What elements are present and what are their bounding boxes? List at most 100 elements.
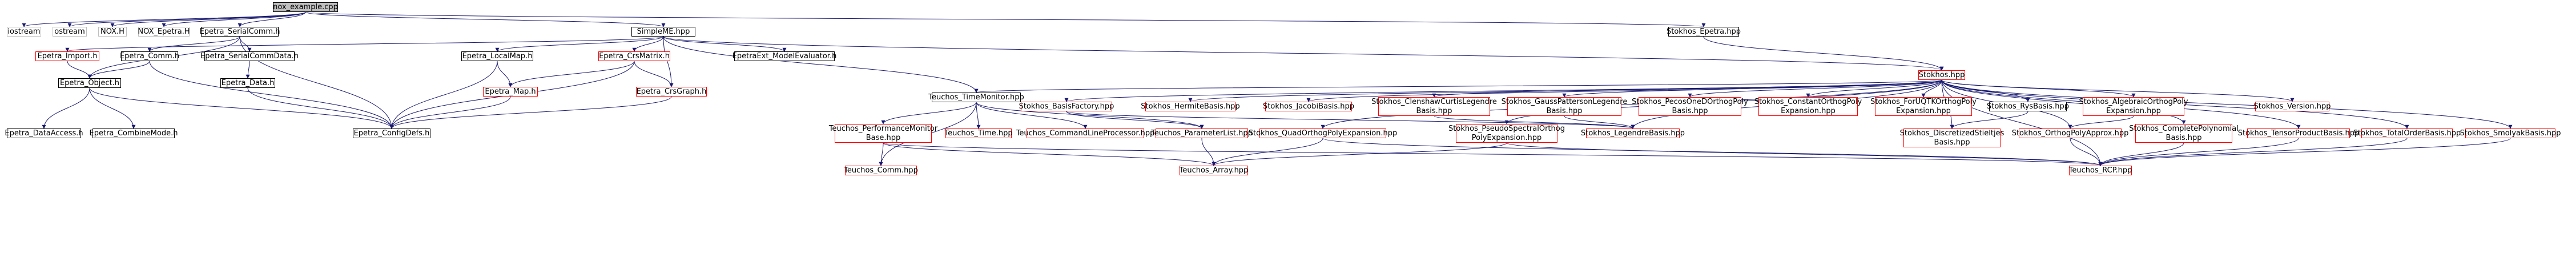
edge-52 (2068, 115, 2134, 129)
edge-41 (883, 142, 2102, 166)
edge-47 (1211, 142, 1507, 166)
node-stokhos-constant-hpp[interactable]: Stokhos_ConstantOrthogPoly Expansion.hpp (1754, 97, 1862, 116)
node-teuchos-rcp-hpp[interactable]: Teuchos_RCP.hpp (2068, 166, 2132, 175)
node-epetra-crsgraph-h[interactable]: Epetra_CrsGraph.h (636, 87, 707, 97)
node-teuchos-array-hpp[interactable]: Teuchos_Array.hpp (1179, 166, 1249, 175)
edge-30 (634, 61, 674, 87)
node-iostream: iostream (7, 27, 41, 37)
edge-79 (1941, 79, 2103, 166)
node-stokhos-version-hpp[interactable]: Stokhos_Version.hpp (2253, 102, 2331, 111)
node-epetra-comm-h[interactable]: Epetra_Comm.h (119, 51, 180, 61)
edge-36 (976, 102, 1088, 129)
edge-23 (247, 87, 394, 129)
edge-24 (42, 87, 90, 129)
edge-51 (1950, 111, 2028, 129)
edge-78 (1941, 79, 2513, 129)
edge-2 (110, 11, 306, 27)
node-root: nox_example.cpp (273, 2, 338, 12)
node-teuchos-time-hpp[interactable]: Teuchos_Time.hpp (944, 129, 1013, 138)
edge-44 (1066, 111, 1635, 129)
node-ostream: ostream (53, 27, 87, 37)
edge-43 (1066, 111, 1204, 129)
edge-46 (1322, 138, 2103, 166)
node-stokhos-hpp[interactable]: Stokhos.hpp (1918, 70, 1965, 80)
edge-48 (1506, 142, 2103, 166)
node-stokhos-discretizedstieltjes-hpp[interactable]: Stokhos_DiscretizedStieltjes Basis.hpp (1899, 129, 2005, 147)
node-stokhos-jacobibasis-hpp[interactable]: Stokhos_JacobiBasis.hpp (1263, 102, 1354, 111)
node-teuchos-parameterlist-hpp[interactable]: Teuchos_ParameterList.hpp (1151, 129, 1253, 138)
node-epetra-map-h[interactable]: Epetra_Map.h (483, 87, 538, 97)
edge-21 (149, 61, 394, 129)
edge-34 (881, 102, 977, 125)
edge-53 (2070, 138, 2103, 166)
node-stokhos-gausspatterson-hpp[interactable]: Stokhos_GaussPattersonLegendre Basis.hpp (1501, 97, 1628, 116)
node-epetra-object-h[interactable]: Epetra_Object.h (58, 78, 121, 88)
node-epetra-crsmatrix-h[interactable]: Epetra_CrsMatrix.h (598, 51, 670, 61)
node-stokhos-smolyakbasis-hpp[interactable]: Stokhos_SmolyakBasis.hpp (2460, 129, 2561, 138)
node-epetra-serialcomm-h[interactable]: Epetra_SerialComm.h (199, 27, 280, 37)
edge-57 (2098, 138, 2511, 166)
node-stokhos-algebraic-hpp[interactable]: Stokhos_AlgebraicOrthogPoly Expansion.hp… (2079, 97, 2188, 116)
node-stokhos-tensorproductbasis-hpp[interactable]: Stokhos_TensorProductBasis.hpp (2237, 129, 2360, 138)
node-epetra-combinemode-h[interactable]: Epetra_CombineMode.h (89, 129, 178, 138)
node-epetra-import-h[interactable]: Epetra_Import.h (35, 51, 99, 61)
node-nox-h: NOX.H (98, 27, 127, 37)
node-teuchos-timemonitor-hpp[interactable]: Teuchos_TimeMonitor.hpp (928, 93, 1024, 102)
edge-22 (245, 61, 250, 79)
edge-29 (508, 61, 635, 87)
edge-26 (89, 87, 394, 129)
node-teuchos-commandlineprocessor-hpp[interactable]: Teuchos_CommandLineProcessor.hpp (1016, 129, 1155, 138)
edge-7 (147, 36, 240, 52)
node-stokhos-completepolynomial-hpp[interactable]: Stokhos_CompletePolynomial Basis.hpp (2129, 124, 2239, 143)
edge-1 (67, 11, 306, 27)
node-stokhos-epetra-hpp[interactable]: Stokhos_Epetra.hpp (1666, 27, 1741, 37)
node-teuchos-comm-hpp[interactable]: Teuchos_Comm.hpp (844, 166, 918, 175)
node-stokhos-legendrebasis-hpp[interactable]: Stokhos_LegendreBasis.hpp (1580, 129, 1685, 138)
node-stokhos-hermitebasis-hpp[interactable]: Stokhos_HermiteBasis.hpp (1141, 102, 1240, 111)
edge-11 (66, 36, 664, 52)
edge-49 (1434, 115, 1635, 129)
edge-15 (663, 36, 979, 93)
node-epetra-serialcommdata-h[interactable]: Epetra_SerialCommData.h (200, 51, 299, 61)
node-epetra-dataaccess-h[interactable]: Epetra_DataAccess.h (5, 129, 83, 138)
node-stokhos-rysbasis-hpp[interactable]: Stokhos_RysBasis.hpp (1987, 102, 2070, 111)
edge-25 (89, 87, 136, 129)
edge-0 (22, 11, 306, 27)
edge-62 (1562, 79, 1942, 98)
edge-27 (497, 61, 513, 87)
edge-55 (2098, 138, 2299, 166)
edge-56 (2098, 138, 2408, 166)
node-stokhos-quadorthogpolyexpansion-hpp[interactable]: Stokhos_QuadOrthogPolyExpansion.hpp (1248, 129, 1398, 138)
edge-50 (1564, 115, 1635, 129)
node-stokhos-foruqtk-hpp[interactable]: Stokhos_ForUQTKOrthogPoly Expansion.hpp (1870, 97, 1977, 116)
node-teuchos-performancemonitorbase-hpp[interactable]: Teuchos_PerformanceMonitor Base.hpp (828, 124, 938, 143)
node-epetra-configdefs-h[interactable]: Epetra_ConfigDefs.h (353, 129, 430, 138)
node-epetra-localmap-h[interactable]: Epetra_LocalMap.h (461, 51, 533, 61)
edge-28 (389, 61, 498, 129)
edge-16 (663, 36, 674, 87)
node-simpleme-hpp[interactable]: SimpleME.hpp (631, 27, 695, 37)
node-epetra-data-h[interactable]: Epetra_Data.h (220, 78, 275, 88)
edge-38 (976, 102, 1204, 129)
edge-13 (632, 36, 664, 52)
edge-33 (389, 96, 672, 129)
edge-5 (305, 11, 666, 27)
edge-12 (495, 36, 664, 52)
edge-4 (238, 11, 306, 27)
node-epetraext-modelevaluator-h[interactable]: EpetraExt_ModelEvaluator.h (732, 51, 837, 61)
node-stokhos-pseudospectral-hpp[interactable]: Stokhos_PseudoSpectralOrthog PolyExpansi… (1448, 124, 1565, 143)
node-stokhos-clenshawcurtis-hpp[interactable]: Stokhos_ClenshawCurtisLegendre Basis.hpp (1371, 97, 1497, 116)
node-stokhos-basisfactory-hpp[interactable]: Stokhos_BasisFactory.hpp (1019, 102, 1114, 111)
edge-69 (975, 79, 1942, 93)
node-stokhos-totalorderbasis-hpp[interactable]: Stokhos_TotalOrderBasis.hpp (2353, 129, 2461, 138)
edge-35 (976, 102, 981, 129)
edge-14 (663, 36, 787, 52)
node-stokhos-pecos-hpp[interactable]: Stokhos_PecosOneDOrthogPoly Basis.hpp (1632, 97, 1748, 116)
edge-18 (1703, 36, 1944, 71)
node-stokhos-orthogpolyapprox-hpp[interactable]: Stokhos_OrthogPolyApprox.hpp (2011, 129, 2129, 138)
edge-54 (2098, 142, 2184, 166)
edge-42 (1201, 138, 1216, 166)
edge-20 (87, 61, 150, 79)
edge-61 (1432, 79, 1942, 98)
